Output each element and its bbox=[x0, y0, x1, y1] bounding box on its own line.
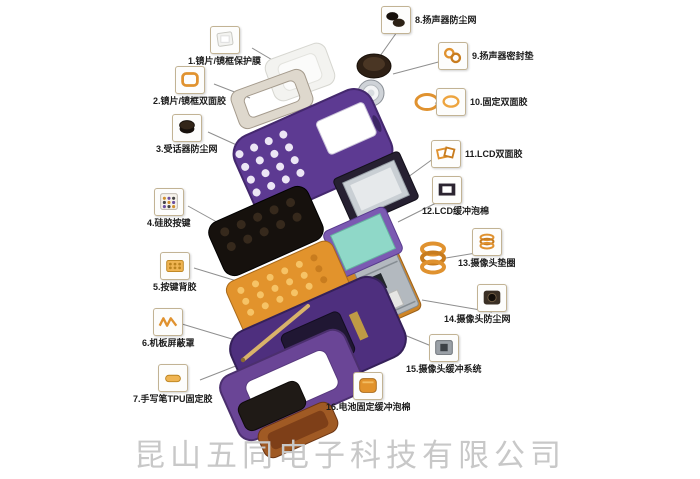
callout-13-camera-gasket: 13.摄像头垫圈 bbox=[458, 228, 516, 269]
callout-4-silicone-keypad: 4.硅胶按键 bbox=[147, 188, 191, 229]
callout-15-camera-buffer: 15.摄像头缓冲系统 bbox=[406, 334, 482, 375]
lcd-adhesive-icon bbox=[431, 140, 461, 168]
callout-10-fixing-adhesive: 10.固定双面胶 bbox=[436, 88, 528, 116]
callout-9-speaker-gasket: 9.扬声器密封垫 bbox=[438, 42, 534, 70]
callout-label: 8.扬声器防尘网 bbox=[415, 14, 477, 25]
callout-6-board-shield: 6.机板屏蔽罩 bbox=[142, 308, 195, 349]
protective-film-icon bbox=[209, 26, 240, 54]
callout-label: 3.受话器防尘网 bbox=[156, 144, 218, 154]
silicone-keypad-icon bbox=[153, 188, 184, 216]
callout-8-speaker-dust-mesh: 8.扬声器防尘网 bbox=[381, 6, 477, 34]
part-speaker bbox=[356, 53, 392, 79]
part-fixing-ring bbox=[414, 93, 440, 111]
callout-label: 5.按键背胶 bbox=[153, 282, 197, 292]
callout-label: 9.扬声器密封垫 bbox=[472, 50, 534, 61]
part-camera-gasket bbox=[420, 241, 446, 275]
callout-7-stylus-tpu-adhesive: 7.手写笔TPU固定胶 bbox=[133, 364, 213, 405]
part-bottom-cover bbox=[257, 401, 339, 459]
speaker-gasket-icon bbox=[438, 42, 468, 70]
callout-label: 1.镜片/镜框保护膜 bbox=[188, 56, 262, 66]
board-shield-icon bbox=[153, 308, 184, 336]
part-stylus bbox=[240, 304, 310, 363]
callout-label: 16.电池固定缓冲泡棉 bbox=[326, 402, 411, 412]
callout-label: 11.LCD双面胶 bbox=[465, 148, 523, 159]
camera-dust-mesh-icon bbox=[476, 284, 507, 312]
callout-label: 2.镜片/镜框双面胶 bbox=[153, 96, 227, 106]
receiver-dust-mesh-icon bbox=[171, 114, 202, 142]
callout-label: 4.硅胶按键 bbox=[147, 218, 191, 228]
callout-1-lens-protective-film: 1.镜片/镜框保护膜 bbox=[188, 26, 261, 67]
part-front-housing bbox=[232, 88, 394, 216]
fixing-adhesive-icon bbox=[436, 88, 466, 116]
speaker-dust-mesh-icon bbox=[381, 6, 411, 34]
callout-3-receiver-dust-mesh: 3.受话器防尘网 bbox=[156, 114, 218, 155]
stylus-tpu-adhesive-icon bbox=[157, 364, 188, 392]
lcd-foam-icon bbox=[432, 176, 462, 204]
callout-label: 7.手写笔TPU固定胶 bbox=[133, 394, 213, 404]
callout-2-lens-frame-adhesive: 2.镜片/镜框双面胶 bbox=[153, 66, 226, 107]
part-keypad bbox=[208, 185, 324, 277]
battery-foam-icon bbox=[353, 372, 384, 400]
callout-5-keypad-backing: 5.按键背胶 bbox=[153, 252, 197, 293]
part-battery-foam bbox=[237, 380, 307, 432]
callout-12-lcd-foam: 12.LCD缓冲泡棉 bbox=[422, 176, 489, 217]
callout-label: 10.固定双面胶 bbox=[470, 96, 528, 107]
camera-buffer-icon bbox=[428, 334, 459, 362]
callout-label: 12.LCD缓冲泡棉 bbox=[422, 206, 490, 216]
callout-label: 13.摄像头垫圈 bbox=[458, 258, 516, 268]
company-watermark: 昆山五同电子科技有限公司 bbox=[134, 438, 566, 473]
callout-label: 6.机板屏蔽罩 bbox=[142, 338, 195, 348]
callout-16-battery-foam: 16.电池固定缓冲泡棉 bbox=[326, 372, 411, 413]
part-lens-frame bbox=[230, 68, 314, 130]
callout-14-camera-dust-mesh: 14.摄像头防尘网 bbox=[444, 284, 511, 325]
callout-label: 14.摄像头防尘网 bbox=[444, 314, 511, 324]
lens-frame-adhesive-icon bbox=[174, 66, 205, 94]
callout-11-lcd-adhesive: 11.LCD双面胶 bbox=[431, 140, 523, 168]
part-lcd-bezel bbox=[333, 151, 419, 227]
keypad-backing-adhesive-icon bbox=[159, 252, 190, 280]
camera-gasket-icon bbox=[471, 228, 502, 256]
callout-label: 15.摄像头缓冲系统 bbox=[406, 364, 482, 374]
